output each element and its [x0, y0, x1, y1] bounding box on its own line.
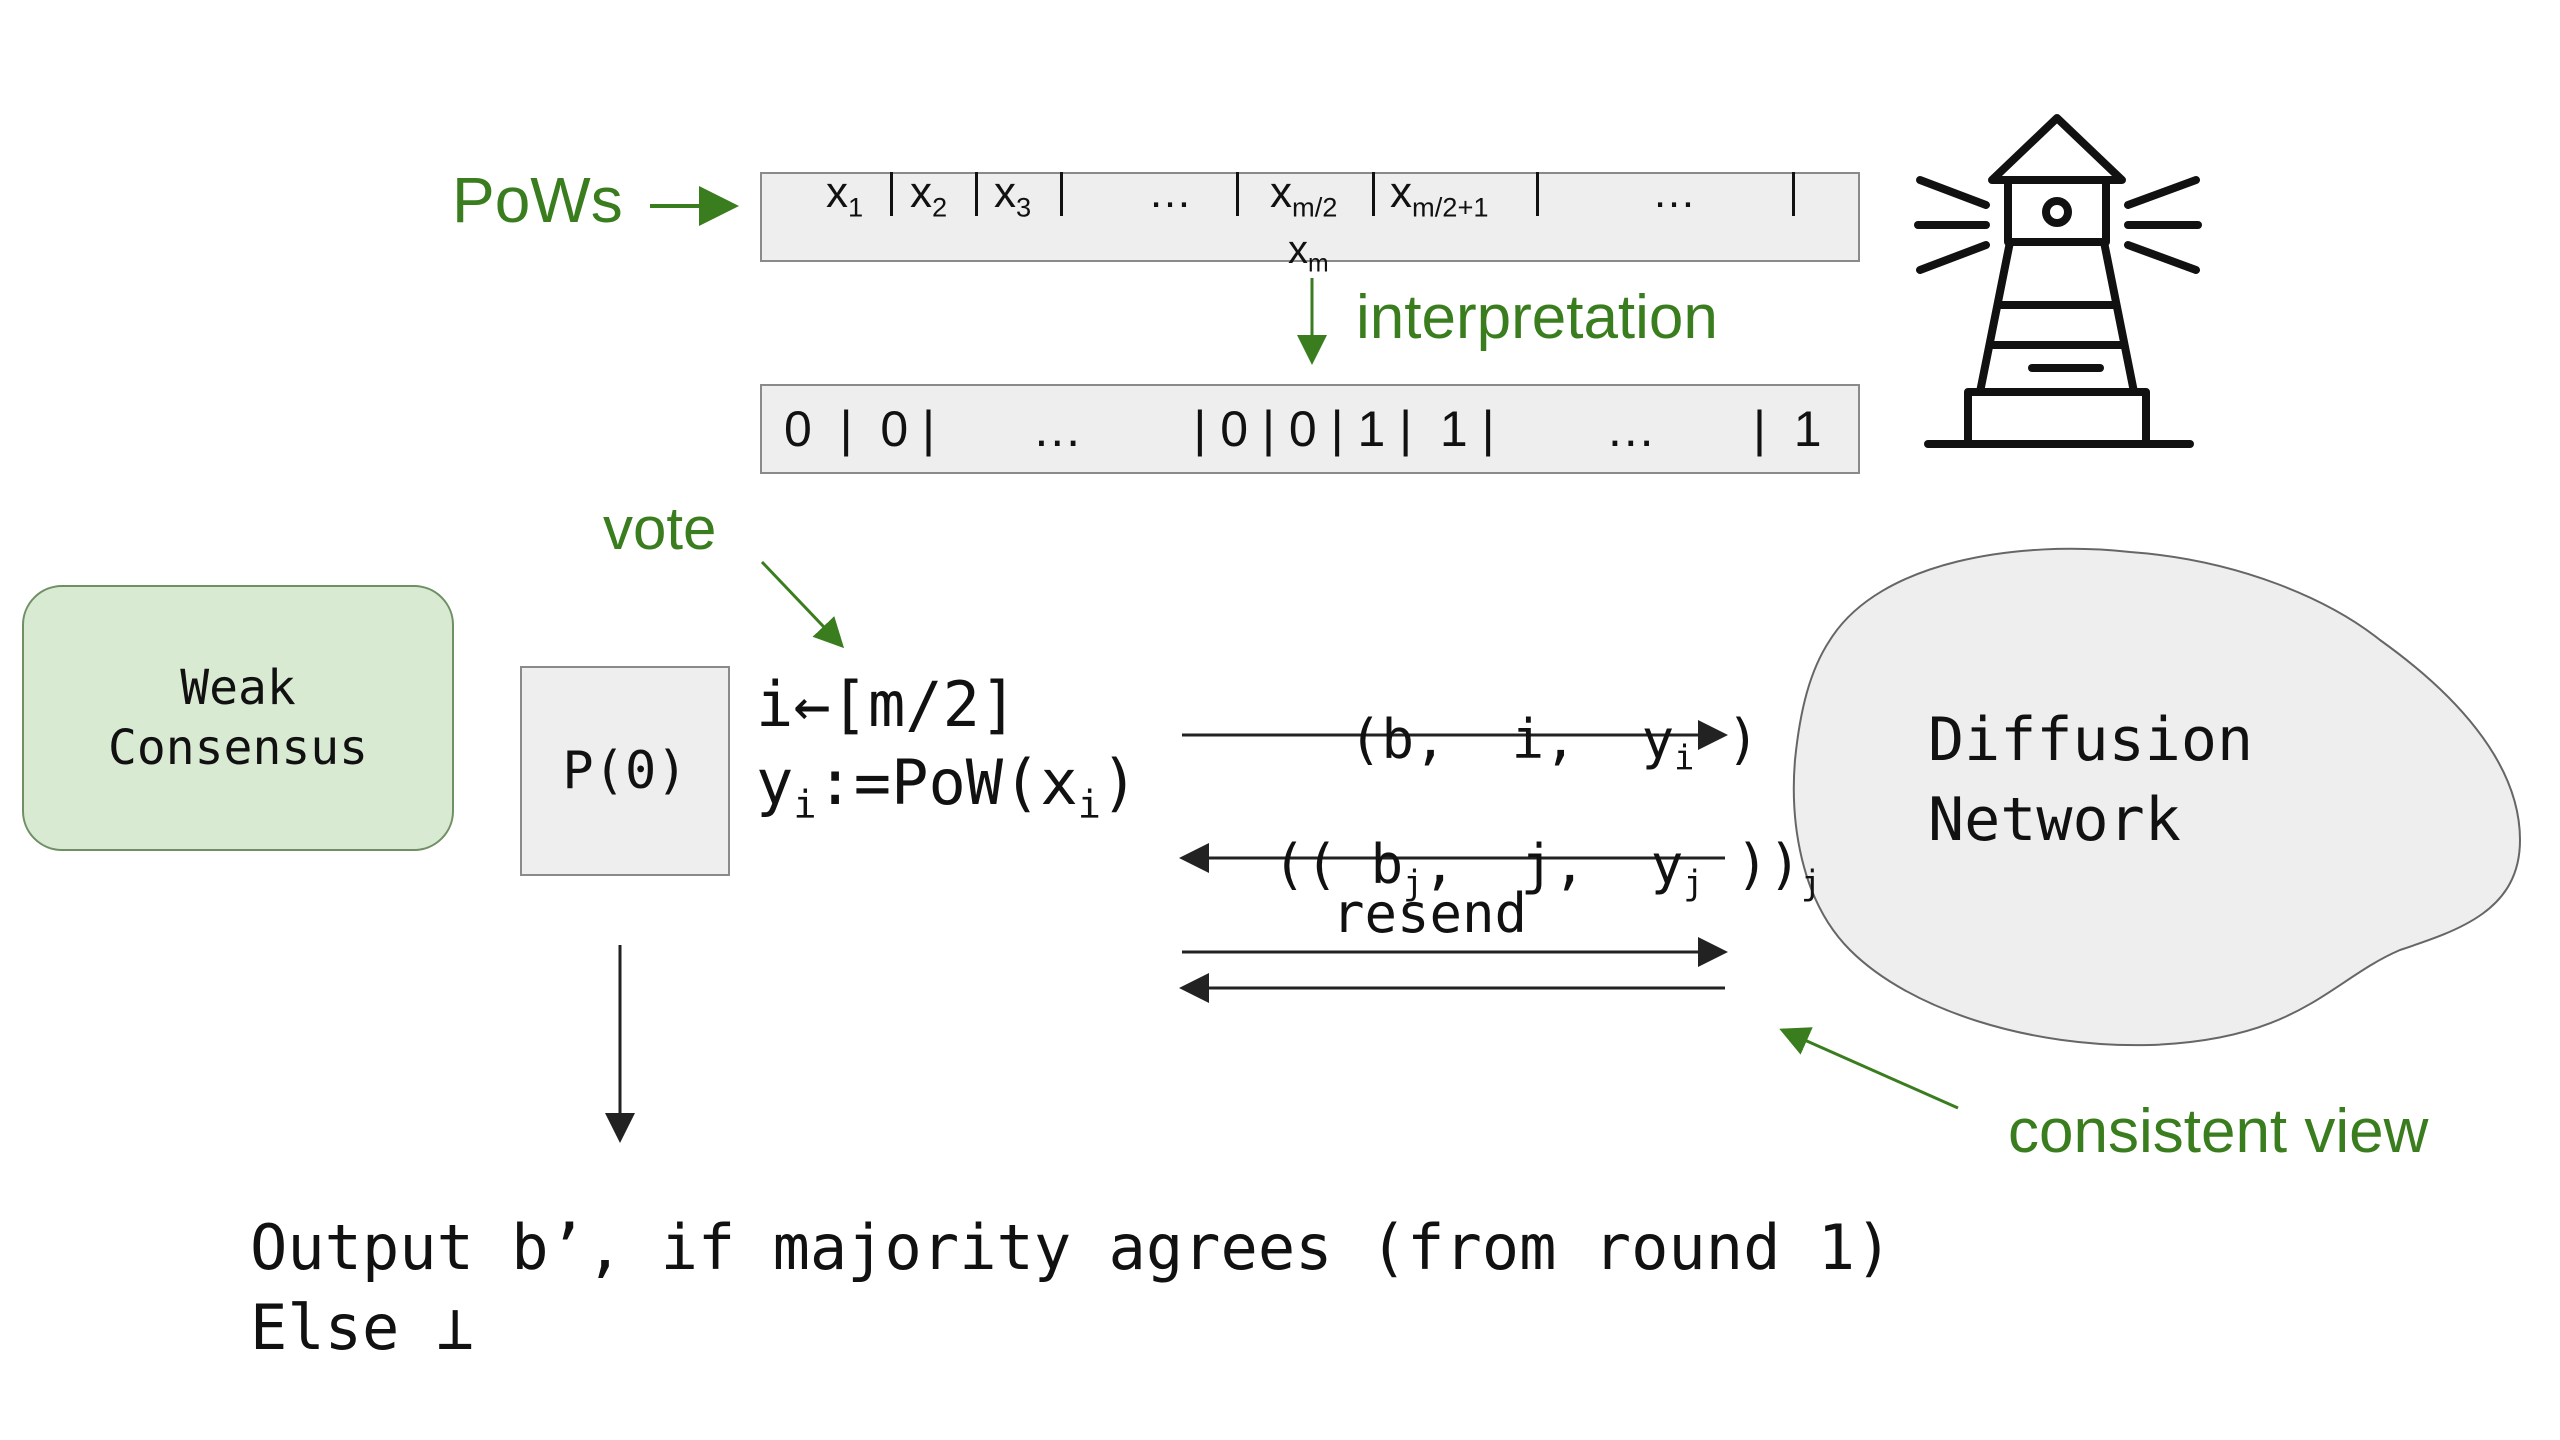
weak-consensus-box: Weak Consensus — [22, 585, 454, 851]
pows-cell-m2: xm/2 — [1270, 168, 1338, 223]
lighthouse-icon — [1914, 114, 2202, 448]
pows-cell-2: x2 — [910, 168, 948, 223]
output-text: Output b’, if majority agrees (from roun… — [250, 1208, 1892, 1368]
weak-consensus-line1: Weak — [180, 660, 296, 716]
pows-separator — [1372, 172, 1375, 216]
network-line1: Diffusion — [1928, 705, 2254, 775]
diffusion-network-blob — [1792, 547, 2522, 1047]
pows-cell-m: xm — [1288, 228, 1329, 278]
message-1: (b, i, yi ) — [1349, 708, 1760, 778]
process-label: P(0) — [562, 741, 688, 801]
pows-separator — [1236, 172, 1239, 216]
message-2: (( bj, j, yj ))j — [1273, 833, 1822, 903]
pows-cell-m21: xm/2+1 — [1390, 168, 1489, 223]
pows-separator — [890, 172, 893, 216]
bits-bar — [760, 384, 1860, 474]
output-line1: Output b’, if majority agrees (from roun… — [250, 1211, 1893, 1284]
pows-ellipsis-2: … — [1652, 168, 1696, 217]
pows-separator — [1792, 172, 1795, 216]
pows-separator — [975, 172, 978, 216]
assign-line1: i←[m/2] — [756, 668, 1018, 741]
message-resend: resend — [1332, 882, 1528, 945]
weak-consensus-line2: Consensus — [107, 720, 369, 776]
assign-line2: yi:=PoW(xi) — [756, 746, 1139, 828]
pows-separator — [1060, 172, 1063, 216]
pows-ellipsis-1: … — [1148, 168, 1192, 217]
vote-arrow — [760, 560, 845, 649]
pows-cell-1: x1 — [826, 168, 864, 223]
output-line2: Else ⊥ — [250, 1291, 474, 1364]
process-box: P(0) — [520, 666, 730, 876]
vote-label: vote — [603, 495, 717, 562]
pows-cell-3: x3 — [994, 168, 1032, 223]
pows-separator — [1536, 172, 1539, 216]
pows-label: PoWs — [452, 164, 623, 236]
pows-bar — [760, 172, 1860, 262]
consistent-view-arrow — [1779, 1027, 1959, 1110]
interpretation-label: interpretation — [1356, 283, 1718, 352]
consistent-view-label: consistent view — [2008, 1097, 2429, 1166]
network-line2: Network — [1928, 785, 2181, 855]
network-label: Diffusion Network — [1928, 700, 2253, 860]
bits-text: 0 | 0 | … | 0 | 0 | 1 | 1 | … | 1 — [784, 401, 1822, 457]
